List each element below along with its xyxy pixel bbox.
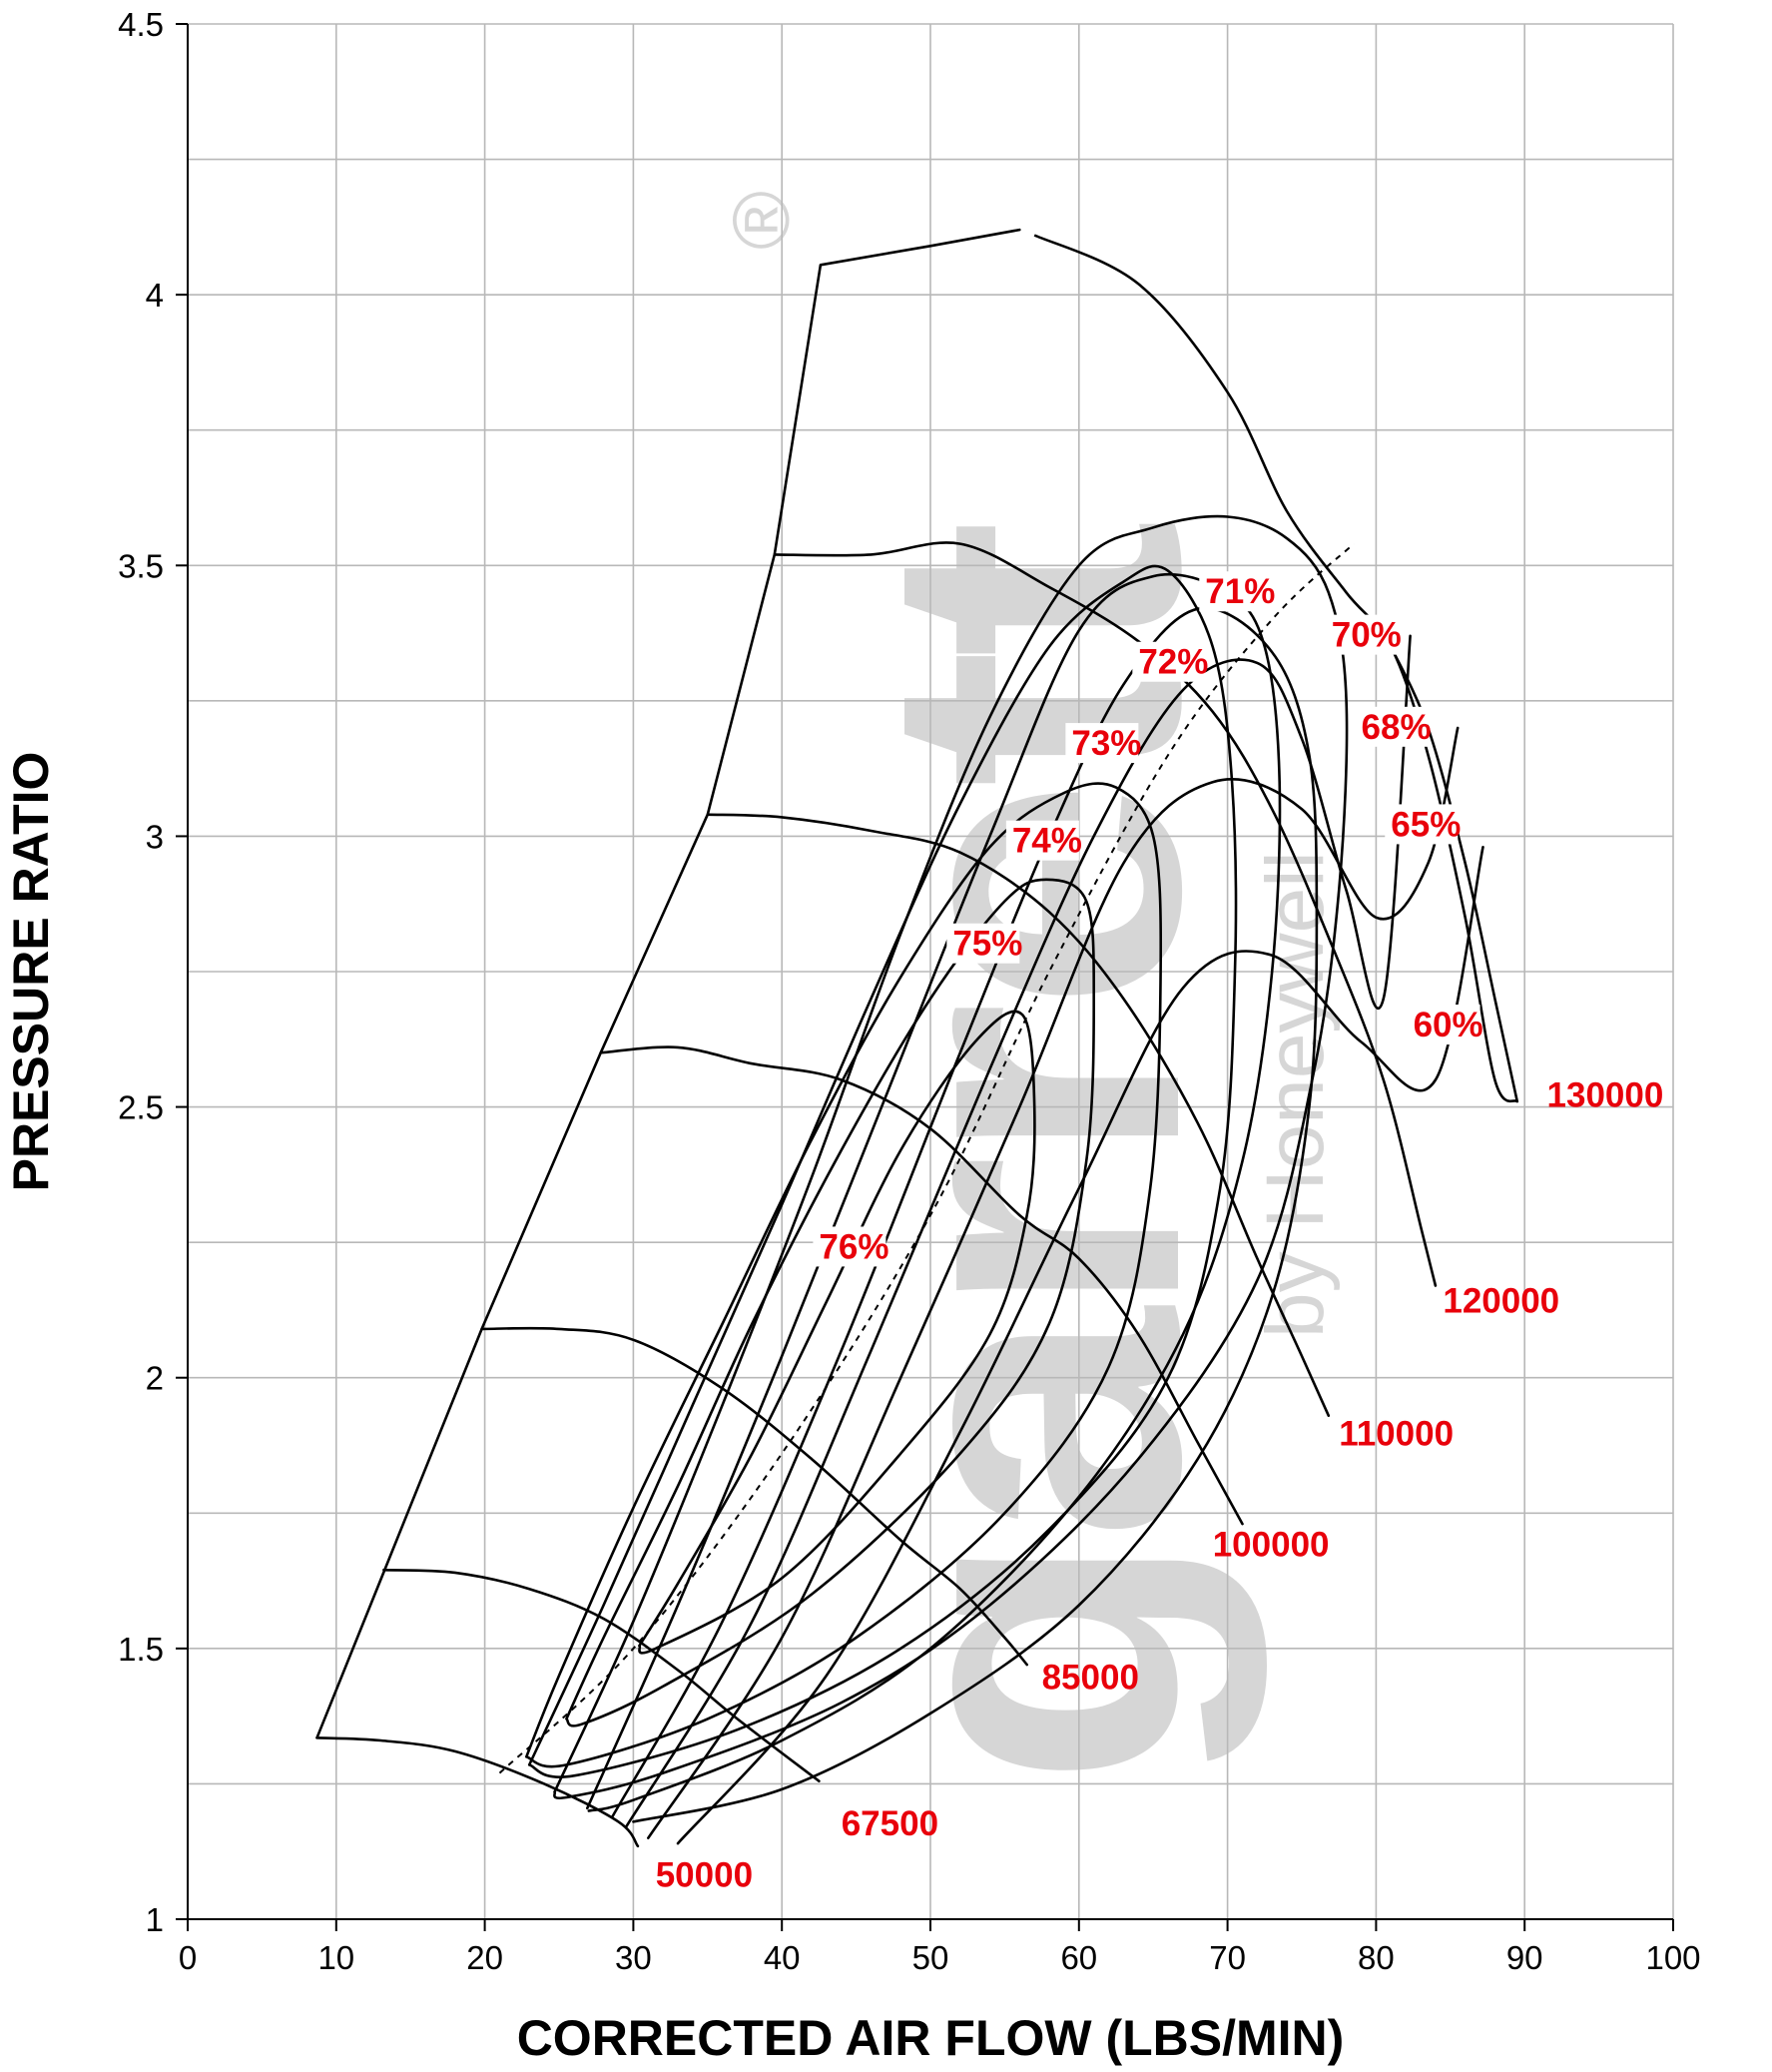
efficiency-line-68pct — [624, 634, 1412, 1829]
efficiency-line-65pct — [647, 726, 1460, 1839]
eff-label-bg — [1199, 571, 1273, 612]
eff-label-71pct: 71% — [1205, 572, 1275, 611]
eff-label-76pct: 76% — [819, 1227, 888, 1266]
speed-line-50000 — [315, 1736, 640, 1848]
x-tick-label: 40 — [764, 1939, 801, 1976]
y-tick-label: 3 — [146, 818, 164, 855]
eff-label-73pct: 73% — [1071, 724, 1141, 763]
y-tick-label: 4.5 — [118, 6, 164, 43]
x-axis-title: CORRECTED AIR FLOW (LBS/MIN) — [517, 2010, 1345, 2066]
speed-line-100000 — [599, 1045, 1244, 1526]
x-tick-label: 60 — [1060, 1939, 1097, 1976]
watermark-mark: ® — [717, 191, 806, 250]
y-tick-label: 4 — [146, 277, 164, 314]
x-tick-label: 50 — [912, 1939, 949, 1976]
eff-label-bg — [946, 923, 1020, 964]
eff-label-72pct: 72% — [1138, 643, 1208, 682]
speed-label-67500: 67500 — [842, 1804, 938, 1843]
efficiency-line-70pct — [611, 606, 1319, 1823]
speed-line-67500 — [382, 1568, 821, 1782]
y-axis-title-group: PRESSURE RATIO — [3, 752, 59, 1192]
x-tick-label: 100 — [1645, 1939, 1700, 1976]
eff-label-bg — [1005, 820, 1079, 861]
x-tick-label: 10 — [317, 1939, 354, 1976]
speed-label-120000: 120000 — [1443, 1282, 1559, 1321]
eff-label-74pct: 74% — [1012, 822, 1082, 861]
x-tick-label: 80 — [1358, 1939, 1395, 1976]
eff-label-65pct: 65% — [1391, 805, 1461, 844]
speed-line-85000 — [480, 1326, 1028, 1667]
speed-line-130000 — [1390, 645, 1519, 1103]
efficiency-island-76pct — [638, 1010, 1036, 1655]
eff-label-bg — [1132, 641, 1206, 682]
eff-label-60pct: 60% — [1414, 1006, 1483, 1044]
y-tick-label: 1 — [146, 1901, 164, 1938]
efficiency-island-73pct — [527, 564, 1238, 1778]
y-tick-label: 2 — [146, 1360, 164, 1397]
label-layer: 50000 67500 85000 100000 110000 120000 130000 7… — [656, 571, 1664, 1894]
y-tick-label: 1.5 — [118, 1631, 164, 1668]
eff-label-bg — [1355, 706, 1429, 747]
efficiency-island-72pct — [553, 514, 1349, 1799]
speed-line-110000 — [706, 813, 1331, 1417]
grid-layer — [187, 23, 1674, 1919]
speed-line-120000 — [773, 541, 1438, 1287]
y-axis-title: PRESSURE RATIO — [3, 752, 59, 1192]
efficiency-island-74pct — [525, 782, 1163, 1768]
x-tick-label: 30 — [615, 1939, 652, 1976]
eff-label-bg — [1325, 614, 1399, 655]
speed-label-85000: 85000 — [1042, 1659, 1139, 1698]
x-tick-label: 70 — [1209, 1939, 1246, 1976]
speed-label-100000: 100000 — [1213, 1526, 1330, 1565]
watermark-mark-text: ® — [717, 191, 806, 250]
eff-label-bg — [1407, 1005, 1480, 1045]
plot-layer — [315, 228, 1519, 1848]
eff-label-75pct: 75% — [952, 925, 1022, 964]
surge-line — [315, 228, 1021, 1739]
speed-label-50000: 50000 — [656, 1855, 753, 1894]
y-tick-label: 3.5 — [118, 547, 164, 584]
speed-label-130000: 130000 — [1547, 1076, 1664, 1115]
y-tick-label: 2.5 — [118, 1089, 164, 1126]
speed-label-110000: 110000 — [1339, 1415, 1454, 1454]
eff-label-70pct: 70% — [1332, 616, 1402, 655]
efficiency-line-60pct — [676, 846, 1484, 1845]
eff-label-bg — [813, 1226, 886, 1267]
x-tick-label: 0 — [179, 1939, 197, 1976]
axis-layer: 0 10 20 30 40 50 60 70 80 90 100 1 1.5 2 2.5 3 3.5 4 4.5CO… — [3, 6, 1701, 2066]
x-tick-label: 20 — [466, 1939, 503, 1976]
eff-label-68pct: 68% — [1362, 708, 1432, 747]
eff-label-bg — [1385, 804, 1459, 845]
x-tick-label: 90 — [1506, 1939, 1543, 1976]
eff-label-bg — [1065, 723, 1139, 764]
peak-efficiency-ridge — [498, 542, 1355, 1774]
